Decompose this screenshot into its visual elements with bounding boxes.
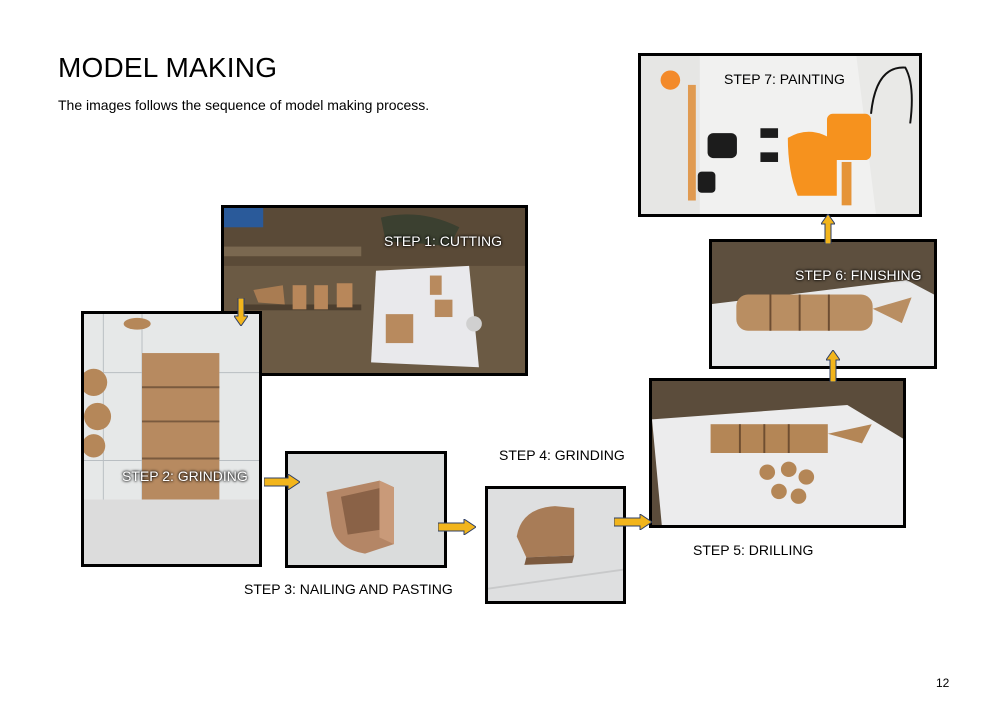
step1-label: STEP 1: CUTTING <box>384 233 502 249</box>
step7-photo <box>638 53 922 217</box>
step3-photo <box>285 451 447 568</box>
step4-label: STEP 4: GRINDING <box>499 447 625 463</box>
step1-image <box>224 208 525 373</box>
step5-image <box>652 381 903 525</box>
step6-photo <box>709 239 937 369</box>
step3-label: STEP 3: NAILING AND PASTING <box>244 581 453 597</box>
step4-image <box>488 489 623 601</box>
arrow-step6-to-step7 <box>821 214 835 244</box>
step2-image <box>84 314 259 564</box>
step6-label: STEP 6: FINISHING <box>795 267 922 283</box>
step3-image <box>288 454 444 565</box>
step5-label: STEP 5: DRILLING <box>693 542 814 558</box>
arrow-step1-to-step2 <box>234 298 248 326</box>
arrow-step4-to-step5 <box>614 514 652 530</box>
step2-photo <box>81 311 262 567</box>
page-title: MODEL MAKING <box>58 52 278 83</box>
step6-image <box>712 242 934 366</box>
step7-image <box>641 56 919 214</box>
page-subtitle: The images follows the sequence of model… <box>58 97 430 113</box>
step7-label: STEP 7: PAINTING <box>724 71 845 87</box>
step1-photo <box>221 205 528 376</box>
step2-label: STEP 2: GRINDING <box>122 468 248 484</box>
arrow-step2-to-step3 <box>264 474 300 490</box>
step5-photo <box>649 378 906 528</box>
arrow-step3-to-step4 <box>438 519 476 535</box>
step4-photo <box>485 486 626 604</box>
arrow-step5-to-step6 <box>826 350 840 382</box>
page-number: 12 <box>936 676 950 690</box>
